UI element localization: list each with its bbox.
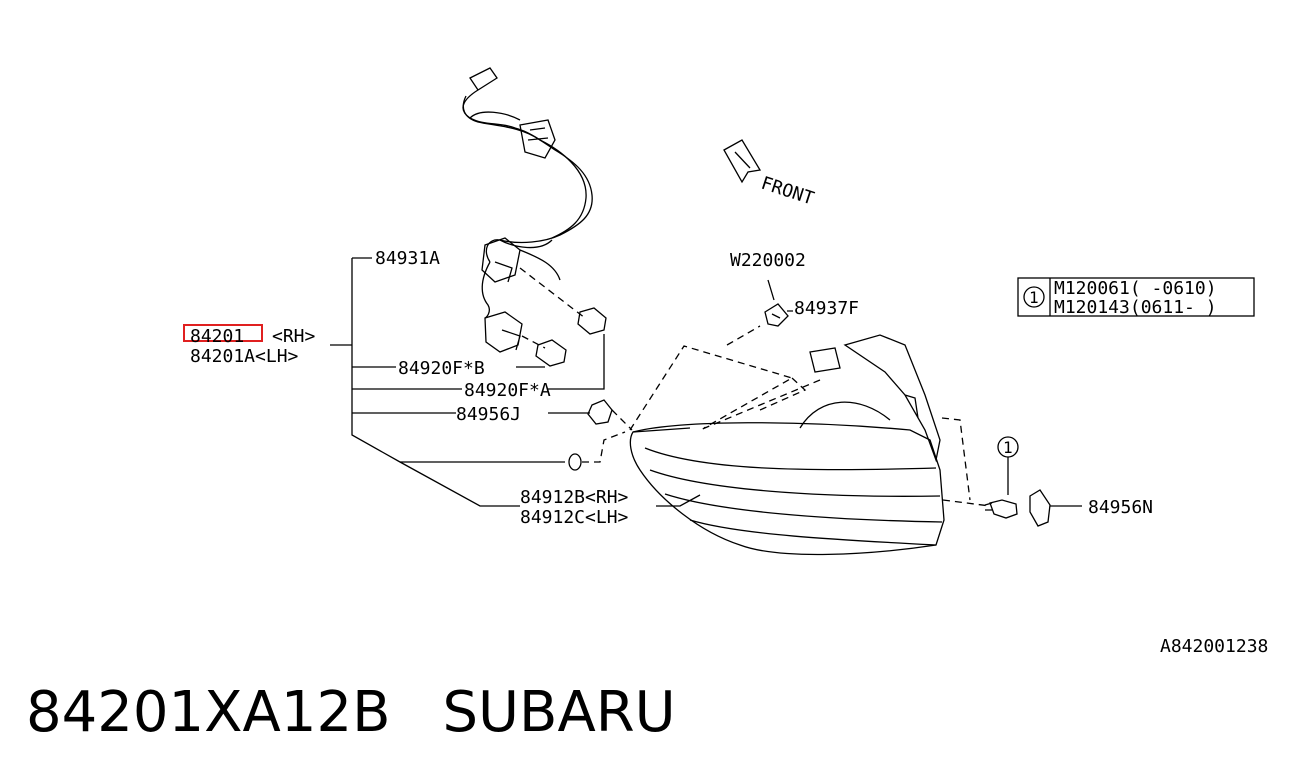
bolt-marker-label: 1 <box>1003 438 1013 457</box>
brand-name: SUBARU <box>442 680 676 745</box>
callout-84920f-b: 84920F*B <box>398 358 485 379</box>
bulb-socket-lower <box>484 311 523 353</box>
front-label: FRONT <box>758 173 816 210</box>
connector-block <box>519 119 556 159</box>
callout-84937f: 84937F <box>794 298 859 319</box>
callout-w220002: W220002 <box>730 250 806 271</box>
socket-plug <box>587 399 613 425</box>
lamp-housing <box>629 422 945 556</box>
clip-w220002 <box>764 303 789 327</box>
callout-84201-rh: <RH> <box>272 326 316 347</box>
callout-84920f-a: 84920F*A <box>464 380 551 401</box>
legend-box <box>1017 277 1255 317</box>
bulb-wedge-b <box>535 339 567 367</box>
callout-84931a: 84931A <box>375 248 440 269</box>
rubber-pad <box>809 347 841 373</box>
cap-84956n <box>1029 489 1051 527</box>
legend-row-1: M120061( -0610) <box>1054 278 1217 299</box>
callout-84956n: 84956N <box>1088 497 1153 518</box>
callout-84912c: 84912C<LH> <box>520 507 629 528</box>
callout-84912b: 84912B<RH> <box>520 487 629 508</box>
legend-row-2: M120143(0611- ) <box>1054 297 1217 318</box>
diagram-linework <box>330 67 1255 556</box>
callout-84201a: 84201A<LH> <box>190 346 299 367</box>
callout-84956j: 84956J <box>456 404 521 425</box>
parts-diagram: FRONT 84931A 84201 <RH> 84201A<LH> 84920… <box>183 67 1268 657</box>
footer: 84201XA12B SUBARU <box>26 680 676 745</box>
bulb-wedge-a <box>577 307 607 335</box>
legend-marker: 1 <box>1029 288 1039 307</box>
part-number: 84201XA12B <box>26 680 391 745</box>
highlight-box <box>183 324 263 342</box>
bulb-socket-upper <box>481 237 521 283</box>
lamp-lens <box>843 334 941 463</box>
front-arrow <box>723 139 762 184</box>
bolt <box>984 499 1018 519</box>
figure-code: A842001238 <box>1160 636 1268 657</box>
callout-84201[interactable]: 84201 <box>190 326 244 347</box>
grommet <box>568 453 582 471</box>
wiring-harness <box>462 67 593 263</box>
